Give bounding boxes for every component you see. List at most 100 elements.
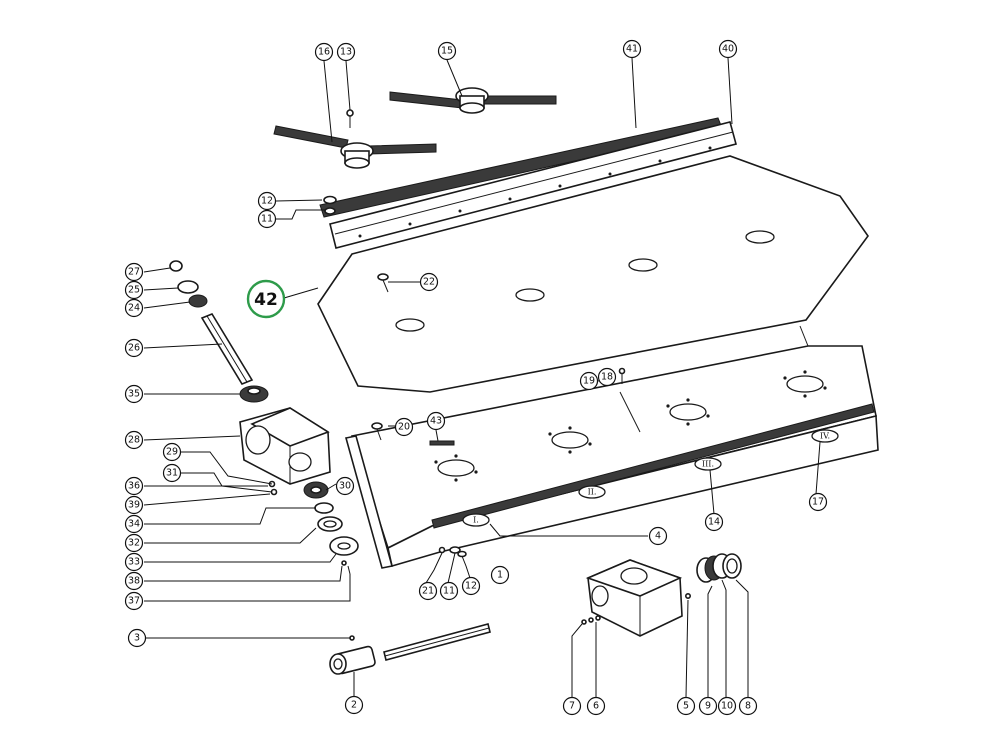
svg-text:43: 43 (430, 416, 442, 427)
callout-19: 19 (579, 371, 599, 391)
callout-4: 4 (648, 526, 668, 546)
svg-text:7: 7 (569, 701, 575, 712)
callout-29: 29 (162, 442, 182, 462)
callout-25: 25 (124, 280, 144, 300)
roman-label-4: IV. (820, 432, 830, 441)
callout-22: 22 (419, 272, 439, 292)
bevel-gear-35 (239, 385, 269, 403)
gear-housing-28 (239, 407, 331, 485)
callout-10: 10 (717, 696, 737, 716)
svg-text:8: 8 (745, 701, 751, 712)
callout-13: 13 (336, 42, 356, 62)
pin-3-tip (349, 635, 355, 641)
svg-text:34: 34 (128, 519, 140, 530)
washer-25 (177, 280, 199, 294)
callout-31: 31 (162, 463, 182, 483)
callout-17: 17 (808, 492, 828, 512)
svg-text:38: 38 (128, 576, 140, 587)
callout-14: 14 (704, 512, 724, 532)
svg-text:36: 36 (128, 481, 140, 492)
svg-text:19: 19 (583, 376, 595, 387)
callout-38: 38 (124, 571, 144, 591)
callout-21: 21 (418, 581, 438, 601)
angle-bar-40 (329, 121, 737, 249)
roman-label-1: I. (473, 516, 479, 525)
bolt-18 (618, 367, 626, 384)
callout-43: 43 (426, 411, 446, 431)
svg-text:33: 33 (128, 557, 140, 568)
shaft-3 (383, 623, 491, 661)
callout-40: 40 (718, 39, 738, 59)
svg-text:6: 6 (593, 701, 599, 712)
svg-text:12: 12 (261, 196, 273, 207)
callout-42-highlighted: 42 (246, 279, 286, 319)
svg-text:13: 13 (340, 47, 352, 58)
svg-text:35: 35 (128, 389, 140, 400)
callout-2: 2 (344, 695, 364, 715)
screws-7-6 (581, 615, 601, 625)
svg-text:10: 10 (721, 701, 733, 712)
callout-9: 9 (698, 696, 718, 716)
callout-18: 18 (597, 367, 617, 387)
rings-9-10-8 (696, 553, 742, 583)
svg-text:29: 29 (166, 447, 178, 458)
callout-30: 30 (335, 476, 355, 496)
callout-11-upper: 11 (257, 209, 277, 229)
svg-text:42: 42 (254, 290, 278, 310)
gasket-32 (317, 516, 343, 532)
callout-35: 35 (124, 384, 144, 404)
svg-text:4: 4 (655, 531, 661, 542)
svg-text:32: 32 (128, 538, 140, 549)
hardware-lower-21-11-12 (438, 546, 467, 558)
roman-label-3: III. (702, 460, 714, 469)
svg-text:16: 16 (318, 47, 330, 58)
callout-33: 33 (124, 552, 144, 572)
callout-8: 8 (738, 696, 758, 716)
svg-text:11: 11 (443, 586, 455, 597)
callout-12-upper: 12 (257, 191, 277, 211)
svg-text:27: 27 (128, 267, 140, 278)
svg-text:2: 2 (351, 700, 357, 711)
callout-11-lower: 11 (439, 581, 459, 601)
ring-34 (314, 502, 334, 514)
svg-text:31: 31 (166, 468, 178, 479)
callout-24: 24 (124, 298, 144, 318)
screw-5 (684, 592, 691, 599)
svg-text:9: 9 (705, 701, 711, 712)
rotor-assembly-16 (273, 125, 437, 169)
svg-text:12: 12 (465, 581, 477, 592)
rotor-assembly-15 (389, 87, 557, 114)
bearing-parts-30-31-36 (268, 480, 329, 499)
svg-text:20: 20 (398, 422, 410, 433)
callout-15: 15 (437, 41, 457, 61)
svg-text:1: 1 (497, 570, 503, 581)
svg-text:37: 37 (128, 596, 140, 607)
svg-text:5: 5 (683, 701, 689, 712)
svg-text:39: 39 (128, 500, 140, 511)
callout-39: 39 (124, 495, 144, 515)
callout-28: 28 (124, 430, 144, 450)
callout-5: 5 (676, 696, 696, 716)
callout-1: 1 (490, 565, 510, 585)
callout-41: 41 (622, 39, 642, 59)
cover-33 (329, 536, 359, 556)
bolt-22 (377, 273, 389, 293)
svg-text:11: 11 (261, 214, 273, 225)
svg-text:26: 26 (128, 343, 140, 354)
shaft-26 (200, 313, 254, 385)
svg-text:24: 24 (128, 303, 140, 314)
callout-32: 32 (124, 533, 144, 553)
svg-text:30: 30 (339, 481, 351, 492)
bushing-2 (329, 645, 376, 675)
callout-16: 16 (314, 42, 334, 62)
svg-text:22: 22 (423, 277, 435, 288)
bolt-13 (346, 109, 354, 128)
screws-38-37 (341, 560, 351, 575)
svg-text:15: 15 (441, 46, 453, 57)
callout-20: 20 (394, 417, 414, 437)
svg-text:25: 25 (128, 285, 140, 296)
nut-27 (169, 260, 183, 272)
callout-27: 27 (124, 262, 144, 282)
gearbox-lower (585, 559, 683, 637)
bolt-20 (371, 422, 383, 441)
